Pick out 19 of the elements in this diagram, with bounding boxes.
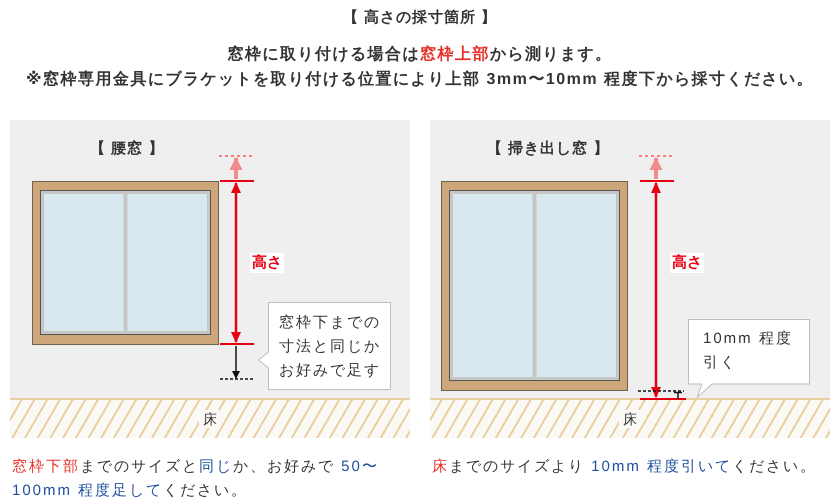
panel-heading: 【 掃き出し窓 】 <box>487 139 610 158</box>
dimension-label: 高さ <box>250 253 284 273</box>
wall-panel <box>430 120 830 438</box>
callout-text: 10mm 程度引く <box>703 329 794 373</box>
callout-bubble <box>258 302 391 390</box>
caption-text: 窓枠下部までのサイズと同じか、お好みで 50〜100mm 程度足してください。 <box>12 457 380 501</box>
caption-text: 床までのサイズより 10mm 程度引いてください。 <box>432 457 818 477</box>
floor-label: 床 <box>619 410 641 428</box>
floor-band <box>430 398 830 438</box>
callout-text: 窓枠下までの寸法と同じかお好みで足す <box>279 313 382 381</box>
dimension-label: 高さ <box>670 253 704 273</box>
wall-panel <box>10 120 410 438</box>
floor-label: 床 <box>199 410 221 428</box>
panel-heading: 【 腰窓 】 <box>90 139 164 158</box>
title-heading: 【 高さの採寸箇所 】 <box>342 8 498 27</box>
floor-band <box>10 398 410 438</box>
callout-bubble <box>688 319 810 398</box>
instruction-text: ※窓枠専用金具にブラケットを取り付ける位置により上部 3mm〜10mm 程度下から採寸ください。 <box>26 69 814 90</box>
instruction-text: 窓枠に取り付ける場合は窓枠上部から測ります。 <box>228 44 612 65</box>
